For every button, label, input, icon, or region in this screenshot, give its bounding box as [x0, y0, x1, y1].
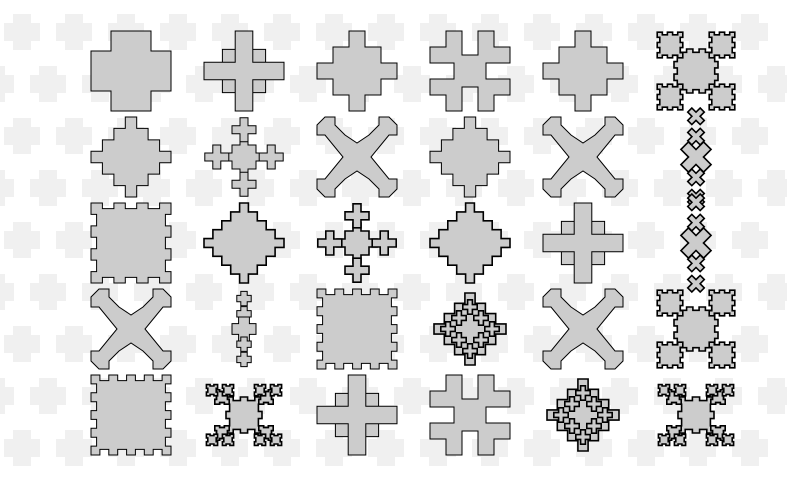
tile — [204, 203, 284, 283]
tile-shape-part — [658, 385, 669, 396]
bg-pattern-plus — [316, 14, 352, 50]
tile-shape-part — [657, 84, 683, 110]
tile-shape-part — [91, 375, 171, 455]
bg-pattern-plus — [30, 170, 66, 206]
bg-pattern-plus — [0, 170, 14, 206]
bg-pattern-plus — [56, 222, 92, 258]
bg-pattern-plus — [394, 66, 430, 102]
tile-shape-part — [206, 434, 217, 445]
tile — [543, 203, 623, 283]
tile-shape-part — [658, 434, 669, 445]
bg-pattern-plus — [82, 170, 118, 206]
bg-pattern-plus — [732, 14, 768, 50]
bg-pattern-plus — [732, 430, 768, 466]
bg-pattern-plus — [368, 14, 404, 50]
tile-shape-part — [91, 203, 171, 283]
bg-pattern-plus — [160, 14, 196, 50]
bg-pattern-plus — [394, 378, 430, 414]
bg-pattern-plus — [706, 170, 742, 206]
tile-shape-part — [709, 32, 735, 58]
bg-pattern-plus — [56, 14, 92, 50]
tile-shape-part — [317, 289, 397, 369]
tile-shape-part — [678, 397, 714, 433]
tile-shape-part — [706, 385, 717, 396]
bg-pattern-plus — [732, 222, 768, 258]
bg-pattern-plus — [4, 326, 40, 362]
bg-pattern-plus — [758, 170, 787, 206]
tile-shape-part — [222, 434, 233, 445]
bg-pattern-plus — [758, 66, 787, 102]
bg-pattern-plus — [4, 222, 40, 258]
bg-pattern-plus — [264, 326, 300, 362]
tile-shape-part — [657, 290, 683, 316]
bg-pattern-plus — [56, 430, 92, 466]
bg-pattern-plus — [4, 118, 40, 154]
tile — [91, 375, 171, 455]
bg-pattern-plus — [264, 14, 300, 50]
tile-shape-part — [709, 84, 735, 110]
bg-pattern-plus — [186, 274, 222, 310]
tile-shape-part — [430, 203, 510, 283]
bg-pattern-plus — [4, 430, 40, 466]
tile-shape-part — [722, 385, 733, 396]
tile-shape-part — [204, 31, 284, 111]
bg-pattern-plus — [30, 274, 66, 310]
bg-pattern-plus — [0, 66, 14, 102]
tile — [430, 203, 510, 283]
tile-shape-part — [657, 32, 683, 58]
tile-shape-part — [674, 434, 685, 445]
tile — [204, 31, 284, 111]
tile-shape-part — [206, 385, 217, 396]
tile-shape-part — [709, 342, 735, 368]
tile-shape-part — [657, 342, 683, 368]
bg-pattern-plus — [498, 170, 534, 206]
bg-pattern-plus — [0, 274, 14, 310]
tile — [91, 203, 171, 283]
bg-pattern-plus — [758, 378, 787, 414]
tile-shape-part — [222, 385, 233, 396]
bg-pattern-plus — [160, 118, 196, 154]
bg-pattern-plus — [628, 222, 664, 258]
bg-pattern-plus — [628, 118, 664, 154]
bg-pattern-plus — [394, 274, 430, 310]
tile-shape-part — [204, 203, 284, 283]
tile-shape-part — [709, 290, 735, 316]
bg-pattern-plus — [394, 170, 430, 206]
tile-shape-part — [270, 434, 281, 445]
bg-pattern-plus — [654, 170, 690, 206]
tile-shape-part — [706, 434, 717, 445]
bg-pattern-plus — [56, 118, 92, 154]
bg-pattern-plus — [524, 430, 560, 466]
bg-pattern-plus — [30, 66, 66, 102]
tile-shape-part — [722, 434, 733, 445]
tile-shape-part — [543, 203, 623, 283]
tile-shape-part — [345, 204, 369, 228]
bg-pattern-plus — [524, 14, 560, 50]
bg-pattern-plus — [186, 170, 222, 206]
tile — [318, 204, 396, 282]
bg-pattern-plus — [732, 326, 768, 362]
bg-pattern-plus — [732, 118, 768, 154]
tile-shape-part — [254, 434, 265, 445]
bg-pattern-plus — [0, 378, 14, 414]
bg-pattern-plus — [30, 378, 66, 414]
bg-pattern-plus — [758, 274, 787, 310]
bg-pattern-plus — [4, 14, 40, 50]
tile-shape-part — [226, 397, 262, 433]
tile — [317, 289, 397, 369]
tile-shape-part — [254, 385, 265, 396]
bg-pattern-plus — [56, 326, 92, 362]
tile-shape-part — [270, 385, 281, 396]
bg-pattern-plus — [498, 274, 534, 310]
tile-shape-part — [674, 385, 685, 396]
